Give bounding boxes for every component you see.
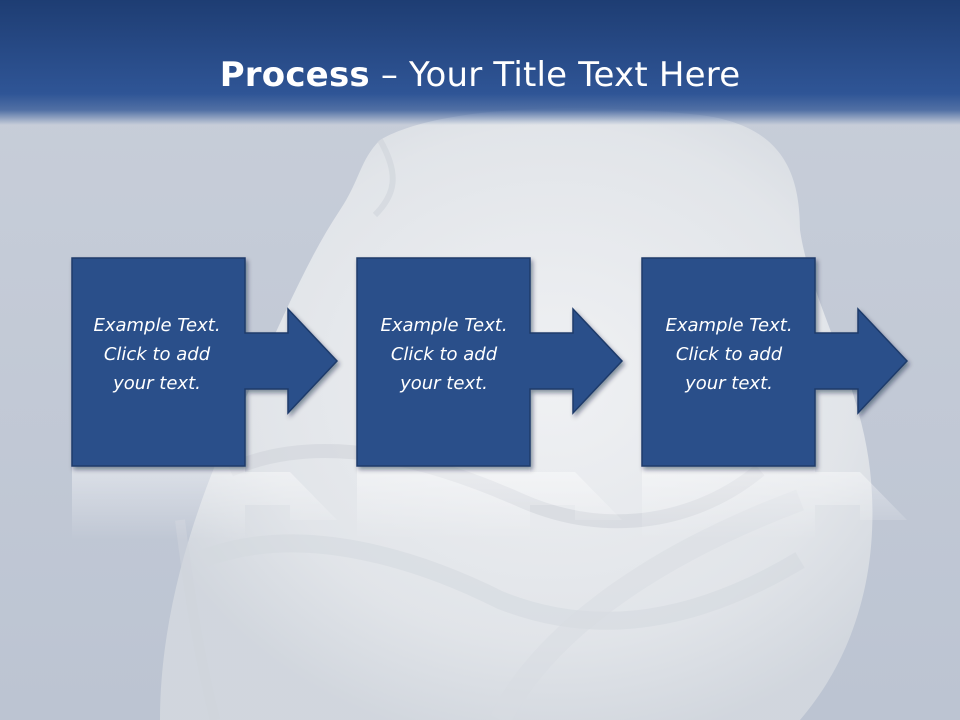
step-2-shape[interactable] — [356, 257, 624, 467]
step-1-text[interactable]: Example Text. Click to add your text. — [70, 311, 244, 398]
step-3-line-1: Example Text. — [665, 315, 793, 336]
step-3-shape[interactable] — [641, 257, 909, 467]
step-1-line-1: Example Text. — [93, 315, 221, 336]
step-3-line-3: your text. — [685, 373, 773, 394]
slide-title[interactable]: Process – Your Title Text Here — [0, 52, 960, 98]
step-2-reflection — [357, 466, 622, 540]
step-2-text[interactable]: Example Text. Click to add your text. — [357, 311, 531, 398]
title-bold: Process — [219, 55, 370, 95]
title-bar — [0, 0, 960, 125]
step-1-shape[interactable] — [71, 257, 339, 467]
step-3-reflection — [642, 466, 907, 540]
step-3-text[interactable]: Example Text. Click to add your text. — [642, 311, 816, 398]
title-rest: – Your Title Text Here — [369, 55, 741, 95]
step-3-line-2: Click to add — [675, 344, 783, 365]
step-1-line-3: your text. — [113, 373, 201, 394]
step-1-reflection — [72, 466, 337, 540]
step-2-line-3: your text. — [400, 373, 488, 394]
step-2-line-1: Example Text. — [380, 315, 508, 336]
step-1-line-2: Click to add — [103, 344, 211, 365]
step-2-line-2: Click to add — [390, 344, 498, 365]
